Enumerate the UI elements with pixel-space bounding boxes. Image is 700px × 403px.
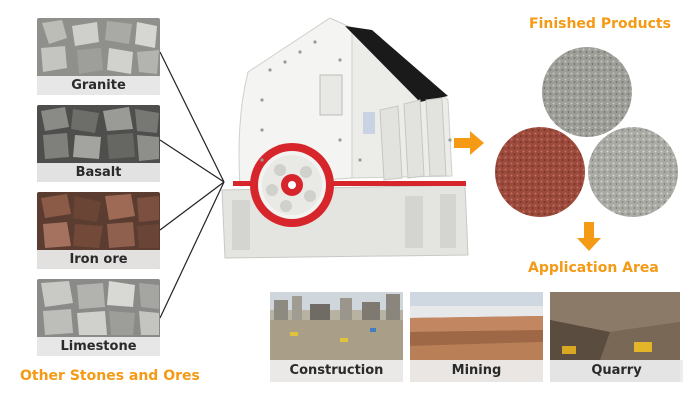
stone-sample-basalt: Basalt (37, 105, 160, 182)
stone-sample-iron-ore: Iron ore (37, 192, 160, 269)
connector-iron-ore (159, 181, 225, 231)
product-pile-red (495, 127, 585, 217)
application-quarry: Quarry (550, 292, 683, 382)
product-pile-grey (542, 47, 632, 137)
connector-limestone (159, 181, 225, 319)
stone-sample-granite: Granite (37, 18, 160, 95)
feed-hopper (345, 26, 448, 102)
application-label: Quarry (550, 360, 683, 382)
application-mining: Mining (410, 292, 543, 382)
stone-sample-limestone: Limestone (37, 279, 160, 356)
application-construction: Construction (270, 292, 403, 382)
stone-label: Granite (37, 76, 160, 95)
application-label: Mining (410, 360, 543, 382)
connector-granite (159, 51, 225, 183)
other-stones-caption: Other Stones and Ores (20, 368, 200, 384)
product-pile-light (588, 127, 678, 217)
finished-products-title: Finished Products (529, 16, 671, 32)
granite-image (37, 18, 160, 95)
application-label: Construction (270, 360, 403, 382)
stone-label: Basalt (37, 163, 160, 182)
application-area-title: Application Area (528, 260, 659, 276)
connector-basalt (159, 139, 225, 183)
stone-label: Limestone (37, 337, 160, 356)
stone-label: Iron ore (37, 250, 160, 269)
